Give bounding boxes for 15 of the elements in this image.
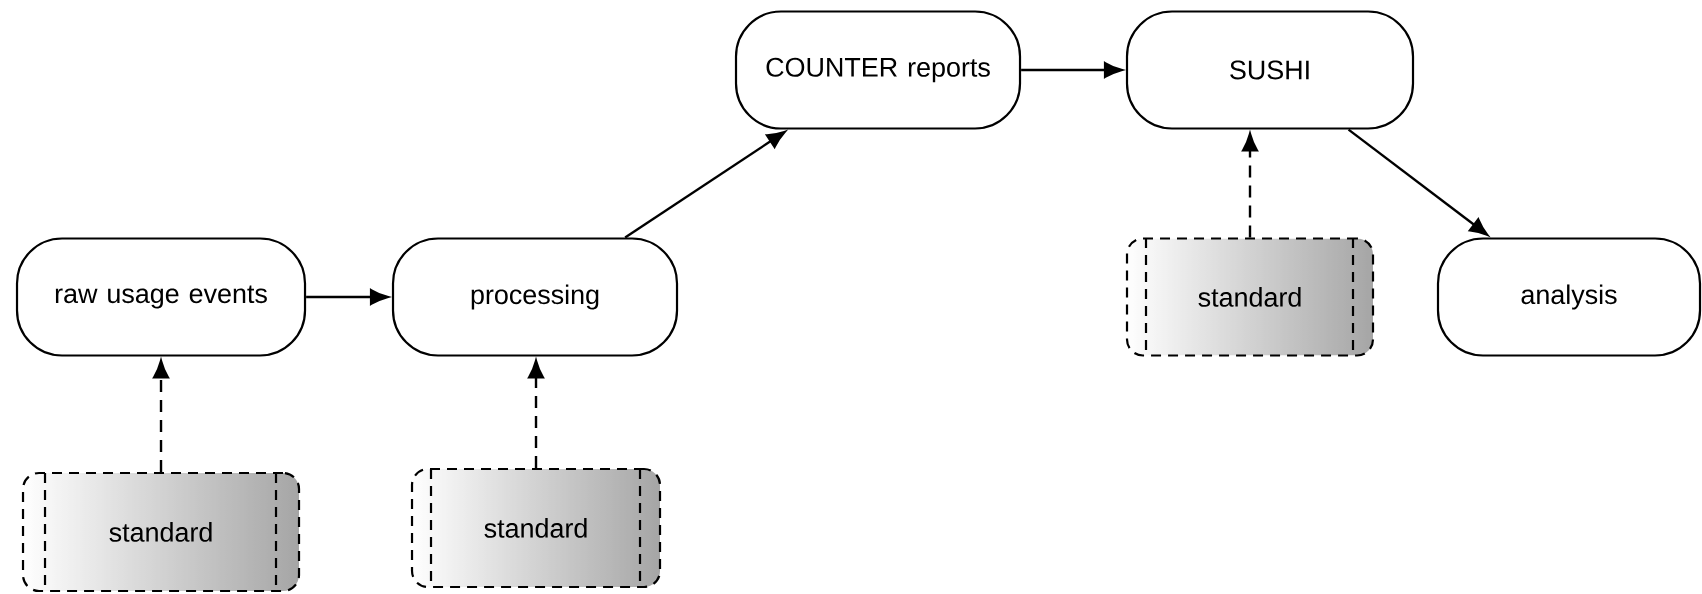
arrow: [306, 289, 389, 305]
process-box: raw usage events: [15, 237, 307, 357]
arrow: [1347, 128, 1489, 236]
arrow: [1021, 62, 1123, 78]
dashed-arrow: [153, 359, 170, 472]
process-box: SUSHI: [1125, 10, 1415, 130]
arrow: [624, 130, 786, 239]
standard-box: standard: [21, 471, 301, 593]
process-box: processing: [391, 237, 679, 357]
standard-box: standard: [1125, 237, 1375, 357]
dashed-arrow: [528, 359, 545, 468]
standard-box: standard: [410, 467, 662, 589]
process-box: analysis: [1436, 237, 1702, 357]
dashed-arrow: [1242, 132, 1258, 238]
process-box: COUNTER reports: [734, 10, 1022, 130]
